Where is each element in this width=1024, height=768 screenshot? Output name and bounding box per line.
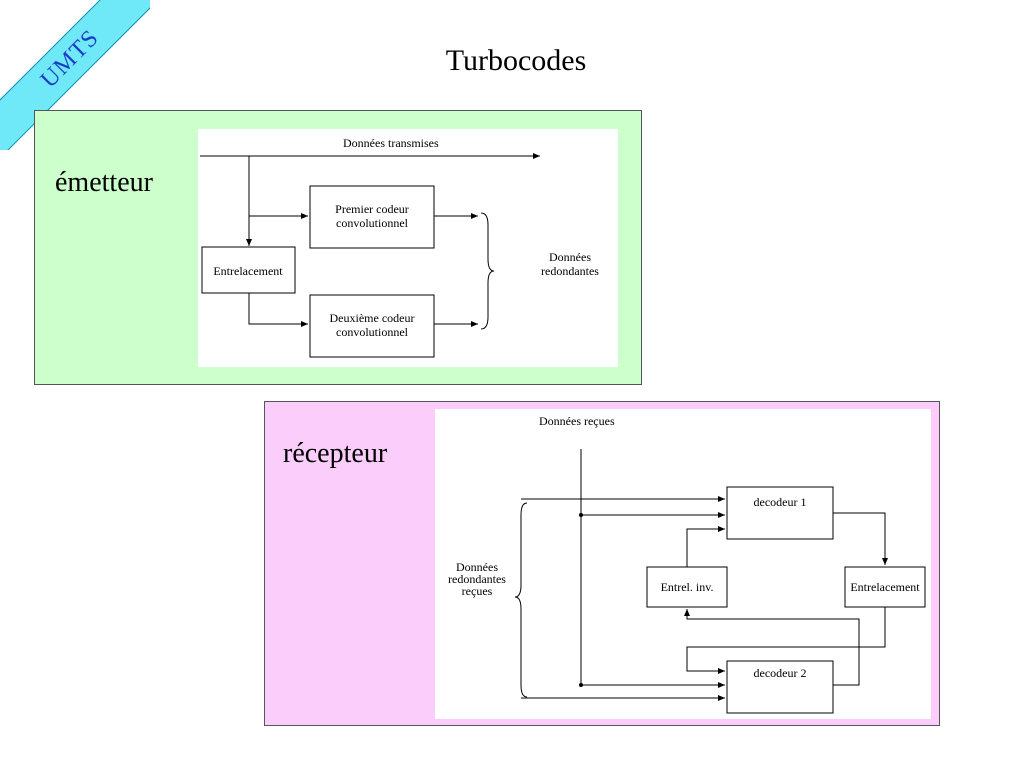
redundant-line1: Données [549,250,591,264]
interleaver-box [844,566,926,608]
deinterleaver-label: Entrel. inv. [661,580,714,594]
interleaver-to-decoder2-arrow [686,607,886,674]
second-coder-box [309,294,435,358]
interleaver-label: Entrelacement [850,580,920,594]
first-coder-line2: convolutionnel [336,216,409,230]
redundant-received-line2: redondantes [448,572,506,586]
emitter-diagram: Données transmises Premier codeur convol… [198,129,618,367]
emitter-panel: émetteur Données transmises Premier code… [34,110,642,385]
redundant-brace [480,212,495,330]
second-coder-line2: convolutionnel [336,325,409,339]
decoder1-to-interleaver-arrow [833,512,888,565]
interleaver-label: Entrelacement [213,264,283,278]
decoder1-label: decodeur 1 [754,495,807,509]
decoder2-label: decodeur 2 [754,666,807,680]
receiver-label: récepteur [283,438,388,469]
redundant-line2: redondantes [541,264,599,278]
decoder2-to-deinterleaver-arrow [684,609,860,686]
receiver-diagram: Données reçues decodeur 1 decodeur 2 Ent… [435,409,931,719]
emitter-diagram-svg: Données transmises Premier codeur convol… [200,136,599,358]
redundant-received-line1: Données [456,560,498,574]
receiver-panel: récepteur Données reçues decodeur 1 deco… [264,401,940,726]
decoder1-box [726,486,834,540]
second-coder-input-arrow [248,293,308,327]
emitter-label: émetteur [55,167,153,198]
receiver-diagram-svg: Données reçues decodeur 1 decodeur 2 Ent… [448,414,926,714]
deinterleaver-box [646,566,728,608]
decoder2-box [726,660,834,714]
received-data-label: Données reçues [539,414,615,428]
redundant-received-brace [514,502,528,698]
slide-title: Turbocodes [445,44,587,77]
second-coder-line1: Deuxième codeur [330,311,415,325]
deinterleaver-to-decoder1-arrow [686,526,725,567]
transmitted-data-label: Données transmises [343,136,439,150]
redundant-received-line3: reçues [462,584,493,598]
first-coder-line1: Premier codeur [335,202,409,216]
first-coder-box [309,185,435,249]
